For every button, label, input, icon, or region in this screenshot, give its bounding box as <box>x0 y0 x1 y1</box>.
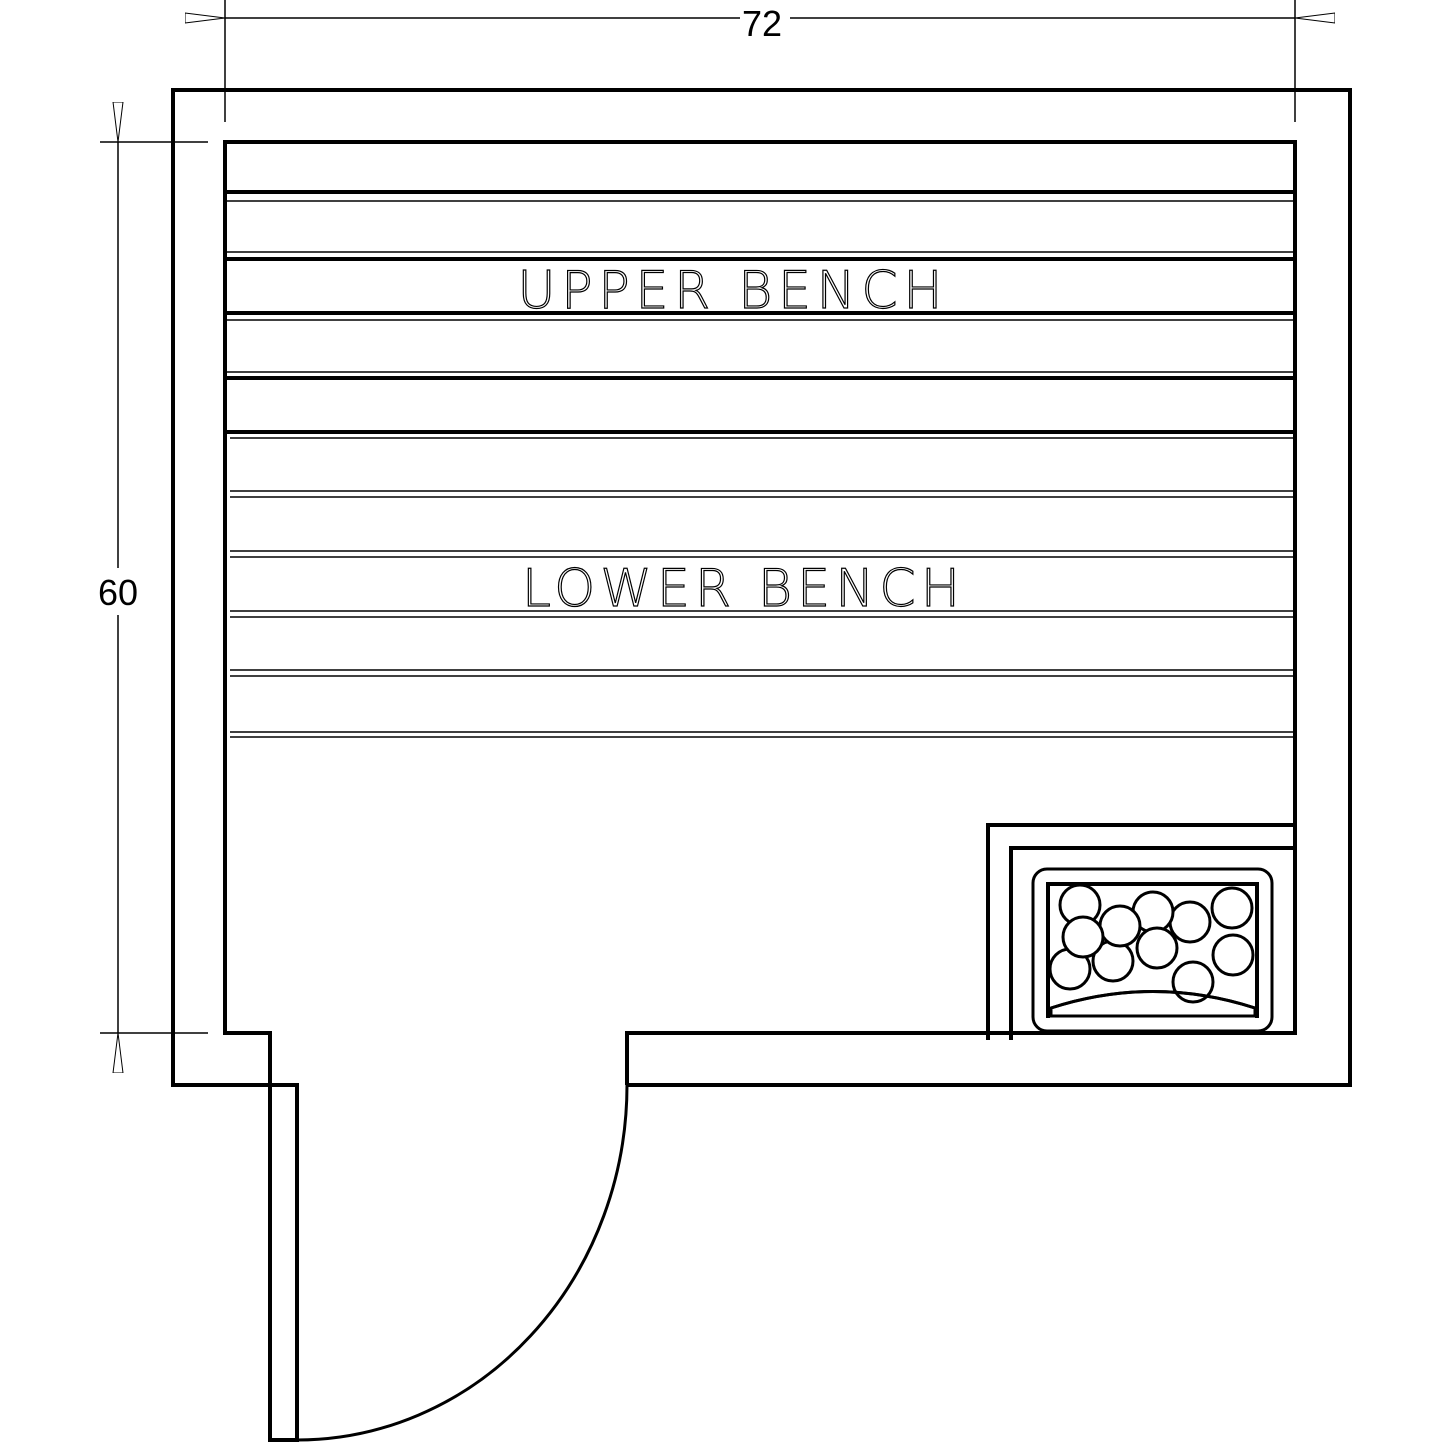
upper-bench-label: UPPER BENCH <box>518 261 943 321</box>
depth-dimension: 60 <box>98 142 208 1033</box>
walls <box>171 88 1352 1087</box>
lower-bench: LOWER BENCH <box>230 437 1293 738</box>
lower-bench-label: LOWER BENCH <box>522 559 960 619</box>
door <box>268 1083 629 1442</box>
depth-label: 60 <box>98 572 138 613</box>
width-label: 72 <box>742 3 782 44</box>
sauna-heater <box>986 823 1295 1040</box>
heater-stones <box>1048 883 1255 1004</box>
width-dimension: 72 <box>225 0 1295 122</box>
upper-bench: UPPER BENCH <box>227 190 1293 434</box>
